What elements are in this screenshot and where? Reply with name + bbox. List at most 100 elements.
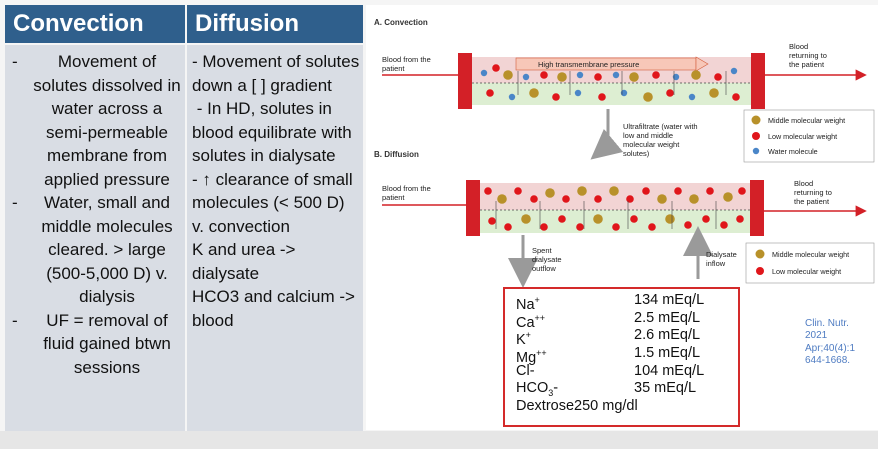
- composition-row: Cl- 104 mEq/L: [516, 363, 738, 381]
- dextrose-line: Dextrose250 mg/dl: [516, 398, 638, 415]
- dialysis-diagram: A. Convection Blood from the patient Hig…: [374, 18, 875, 288]
- water-molecule: [508, 93, 516, 101]
- low-molecule: [674, 187, 682, 195]
- ion-label: Mg++: [516, 348, 547, 366]
- middle-molecule: [657, 194, 667, 204]
- citation-line: 644-1668.: [805, 354, 851, 366]
- middle-molecule: [521, 214, 531, 224]
- middle-molecule: [609, 186, 619, 196]
- low-molecule: [486, 89, 494, 97]
- low-molecule: [684, 221, 692, 229]
- ultrafiltrate-arrow: [590, 109, 624, 160]
- middle-molecule: [629, 72, 639, 82]
- low-molecule: [530, 195, 538, 203]
- molecules-b: [484, 186, 746, 231]
- diffusion-line: HCO3 and calcium -> blood: [192, 287, 360, 330]
- middle-molecule: [643, 92, 653, 102]
- low-molecule: [552, 93, 560, 101]
- header-convection: Convection: [5, 5, 185, 43]
- middle-molecule: [503, 70, 513, 80]
- legend-a-low: Low molecular weight: [768, 132, 837, 141]
- blood-return-a-line3: the patient: [789, 60, 825, 69]
- blood-from-a-line1: Blood from the: [382, 55, 431, 64]
- citation-line: 2021: [805, 330, 828, 342]
- ion-label: Ca++: [516, 312, 546, 331]
- low-molecule: [594, 73, 602, 81]
- low-molecule: [484, 187, 492, 195]
- pressure-arrow-head: [695, 56, 709, 72]
- composition-row: Ca++ 2.5 mEq/L: [516, 309, 738, 331]
- middle-molecule: [593, 214, 603, 224]
- inflow-line2: inflow: [706, 259, 726, 268]
- diffusion-line: K and urea -> dialysate: [192, 240, 301, 283]
- ion-label: K+: [516, 330, 531, 349]
- legend-a-middle: Middle molecular weight: [768, 116, 845, 125]
- tube-cap-left-b: [466, 180, 480, 236]
- water-molecule: [522, 73, 530, 81]
- citation-line: Apr;40(4):1: [805, 342, 856, 354]
- composition-row: K+ 2.6 mEq/L: [516, 327, 738, 348]
- spent-line2: dialysate: [532, 255, 562, 264]
- water-molecule: [672, 73, 680, 81]
- blood-return-b-line2: returning to: [794, 188, 832, 197]
- diffusion-line: - In HD, solutes in blood equilibrate wi…: [192, 99, 357, 165]
- ultrafiltrate-line4: solutes): [623, 149, 650, 158]
- section-b-label: B. Diffusion: [374, 150, 419, 159]
- low-molecule: [492, 64, 500, 72]
- blood-return-a-line1: Blood: [789, 42, 808, 51]
- middle-molecule: [529, 88, 539, 98]
- middle-molecule: [709, 88, 719, 98]
- low-molecule: [626, 195, 634, 203]
- middle-molecule: [691, 70, 701, 80]
- tube-cap-right-a: [751, 53, 765, 109]
- molecules-a: [480, 64, 740, 102]
- pressure-label: High transmembrane pressure: [538, 60, 639, 69]
- tube-cap-left-a: [458, 53, 472, 109]
- low-molecule: [540, 223, 548, 231]
- ultrafiltrate-line2: low and middle: [623, 131, 673, 140]
- convection-item: UF = removal of fluid gained btwn sessio…: [5, 309, 181, 380]
- low-molecule: [642, 187, 650, 195]
- middle-molecule: [689, 194, 699, 204]
- spent-line1: Spent: [532, 246, 553, 255]
- ion-value: 104 mEq/L: [634, 362, 705, 379]
- spent-line3: outflow: [532, 264, 556, 273]
- ion-value: 35 mEq/L: [634, 380, 697, 397]
- ion-value: 2.5 mEq/L: [634, 309, 701, 326]
- ion-value: 2.6 mEq/L: [634, 327, 701, 344]
- header-diffusion: Diffusion: [187, 5, 363, 43]
- ion-value: 1.5 mEq/L: [634, 345, 701, 362]
- water-molecule: [480, 69, 488, 77]
- low-molecule: [648, 223, 656, 231]
- low-molecule: [732, 93, 740, 101]
- ultrafiltrate-line3: molecular weight: [623, 140, 680, 149]
- section-a-label: A. Convection: [374, 18, 428, 27]
- ion-label: HCO3-: [516, 380, 559, 399]
- low-molecule: [702, 215, 710, 223]
- low-molecule: [488, 217, 496, 225]
- composition-row: Na+134 mEq/L: [516, 292, 738, 313]
- water-molecule: [730, 67, 738, 75]
- diffusion-line: - ↑ clearance of small molecules (< 500 …: [192, 169, 358, 236]
- low-molecule: [736, 215, 744, 223]
- ion-label: Cl-: [516, 362, 535, 379]
- low-molecule: [630, 215, 638, 223]
- low-molecule: [612, 223, 620, 231]
- dialysate-compartment-a: [472, 83, 751, 105]
- water-molecule: [576, 71, 584, 79]
- diffusion-line: - Movement of solutes down a [ ] gradien…: [192, 52, 364, 95]
- blood-return-b-line3: the patient: [794, 197, 830, 206]
- blood-from-b-line1: Blood from the: [382, 184, 431, 193]
- composition-row: HCO3- 35 mEq/L: [516, 380, 738, 398]
- blood-from-a-line2: patient: [382, 64, 405, 73]
- dialysis-figure: A. Convection Blood from the patient Hig…: [366, 5, 878, 430]
- water-molecule: [574, 89, 582, 97]
- low-molecule: [594, 195, 602, 203]
- ultrafiltrate-line1: Ultrafiltrate (water with: [623, 122, 698, 131]
- convection-cell: Movement of solutes dissolved in water a…: [5, 45, 185, 432]
- low-molecule: [558, 215, 566, 223]
- convection-item: Water, small and middle molecules cleare…: [5, 191, 181, 309]
- water-molecule: [620, 89, 628, 97]
- citation: Clin. Nutr. 2021 Apr;40(4):1 644-1668.: [805, 318, 875, 367]
- middle-molecule: [665, 214, 675, 224]
